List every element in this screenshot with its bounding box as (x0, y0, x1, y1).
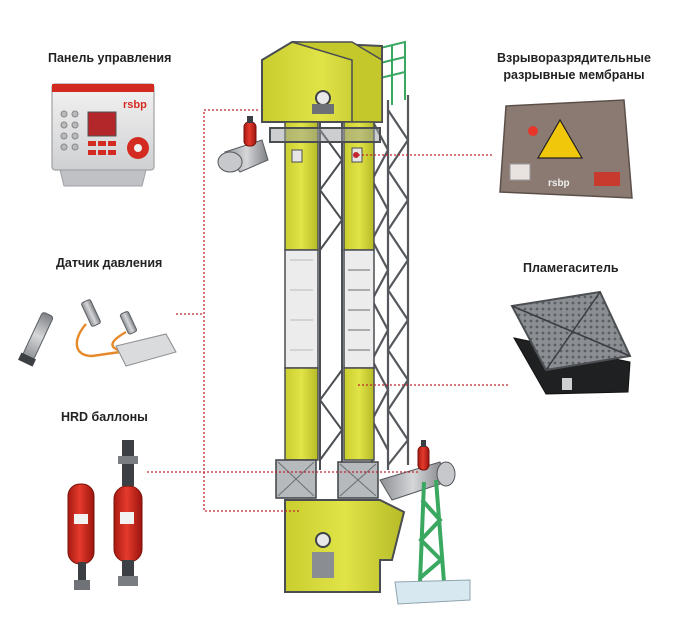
boot-inlet-pipe (379, 440, 456, 501)
label-flame-arrester: Пламегаситель (523, 261, 619, 275)
hrd-cylinder-right (113, 440, 143, 586)
elevator-right-leg (343, 121, 375, 461)
hrd-cylinder-left (67, 483, 95, 590)
panel-buttons-icon (88, 141, 116, 155)
stand-base (394, 579, 471, 605)
lattice-tower (370, 95, 410, 470)
bucket-elevator (217, 40, 471, 605)
central-frame (269, 122, 381, 470)
label-explosion-membranes: Взрыворазрядительные разрывные мембраны (497, 50, 651, 84)
panel-logo: rsbp (123, 99, 147, 111)
label-membranes-line1: Взрыворазрядительные (497, 51, 651, 65)
elevator-boot (284, 499, 406, 593)
panel-dpad-icon (127, 137, 149, 159)
flame-arrester (510, 290, 632, 395)
boot-pulley-icon (315, 532, 331, 548)
sensor-junction-box (115, 333, 177, 367)
membrane-logo: rsbp (548, 178, 570, 189)
prohibition-icon (528, 126, 538, 136)
head-pulley-icon (315, 90, 331, 106)
warning-triangle-icon (536, 118, 584, 159)
label-control-panel: Панель управления (48, 51, 172, 65)
panel-red-bar (52, 84, 154, 92)
leader-lines (147, 109, 508, 512)
panel-keypad-icon (60, 110, 79, 151)
elevator-left-leg (284, 121, 319, 461)
hrd-cylinders (67, 440, 143, 590)
pressure-sensor-probe-1 (18, 312, 54, 367)
label-pressure-sensor: Датчик давления (56, 256, 163, 270)
label-membranes-line2: разрывные мембраны (503, 68, 645, 82)
cylinder-stand (418, 479, 446, 583)
explosion-membrane: rsbp (499, 99, 633, 199)
control-panel: rsbp (51, 83, 155, 187)
pressure-sensors (18, 299, 177, 367)
label-hrd-cylinders: HRD баллоны (61, 410, 148, 424)
pressure-sensor-probe-2 (81, 299, 138, 335)
head-inlet-pipe (217, 116, 269, 173)
